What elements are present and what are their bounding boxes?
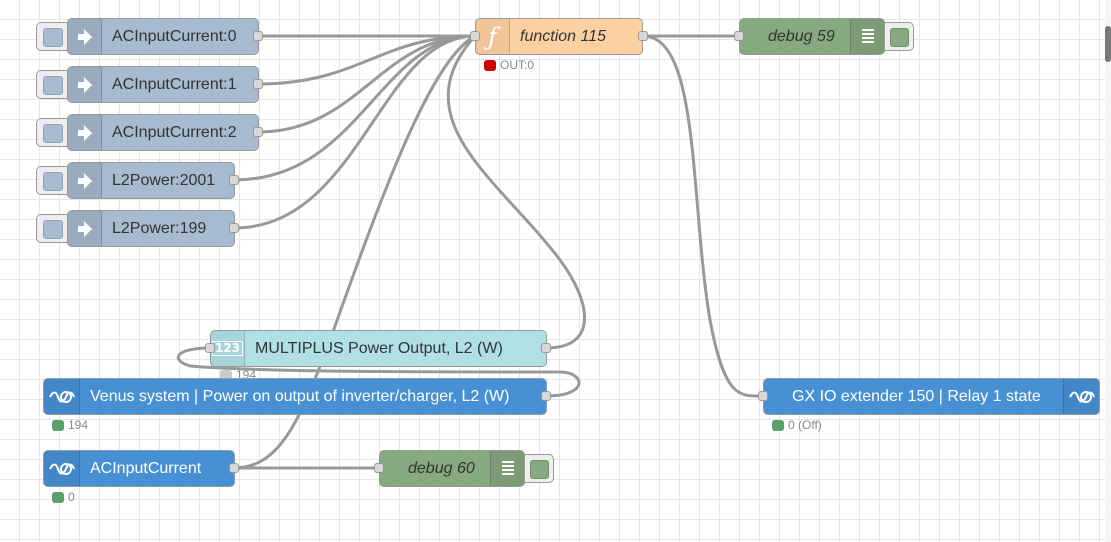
node-label: Venus system | Power on output of invert… bbox=[90, 387, 510, 405]
multiplus-power-output-node[interactable]: 123 MULTIPLUS Power Output, L2 (W) bbox=[210, 330, 547, 367]
node-label: MULTIPLUS Power Output, L2 (W) bbox=[255, 339, 503, 357]
function-node-115[interactable]: ƒ function 115 bbox=[475, 18, 643, 55]
victron-wave-icon bbox=[44, 451, 80, 486]
wire bbox=[233, 34, 476, 470]
inject-node-l2power-199[interactable]: L2Power:199 bbox=[67, 210, 235, 247]
status-dot-icon bbox=[220, 369, 232, 381]
arrow-in-icon bbox=[68, 163, 102, 198]
status-text: OUT:0 bbox=[500, 58, 535, 72]
input-port[interactable] bbox=[205, 343, 215, 353]
output-port[interactable] bbox=[253, 79, 263, 89]
node-label: function 115 bbox=[520, 27, 606, 45]
output-port[interactable] bbox=[253, 127, 263, 137]
input-port[interactable] bbox=[758, 391, 768, 401]
venus-system-power-output-node[interactable]: Venus system | Power on output of invert… bbox=[43, 378, 547, 415]
victron-wave-icon bbox=[1063, 379, 1099, 414]
inject-trigger-button[interactable] bbox=[36, 166, 70, 195]
list-icon bbox=[850, 19, 884, 54]
list-icon bbox=[490, 451, 524, 486]
inject-trigger-button[interactable] bbox=[36, 22, 70, 51]
input-port[interactable] bbox=[470, 31, 480, 41]
inject-button-square bbox=[43, 124, 63, 143]
node-label: ACInputCurrent:2 bbox=[112, 123, 237, 141]
inject-node-acinputcurrent-2[interactable]: ACInputCurrent:2 bbox=[67, 114, 259, 151]
node-status: 194 bbox=[52, 418, 88, 432]
debug-toggle-button[interactable] bbox=[524, 454, 554, 483]
wire bbox=[233, 34, 476, 182]
status-dot-icon bbox=[772, 419, 784, 431]
wire bbox=[257, 34, 476, 86]
number-123-icon: 123 bbox=[211, 331, 245, 366]
inject-trigger-button[interactable] bbox=[36, 70, 70, 99]
node-label: GX IO extender 150 | Relay 1 state bbox=[792, 387, 1041, 405]
function-icon: ƒ bbox=[476, 19, 510, 54]
node-label: debug 59 bbox=[768, 27, 835, 45]
status-text: 194 bbox=[68, 418, 89, 432]
scrollbar-thumb[interactable] bbox=[1105, 26, 1111, 62]
output-port[interactable] bbox=[229, 463, 239, 473]
arrow-in-icon bbox=[68, 19, 102, 54]
input-port[interactable] bbox=[374, 463, 384, 473]
arrow-in-icon bbox=[68, 211, 102, 246]
inject-node-l2power-2001[interactable]: L2Power:2001 bbox=[67, 162, 235, 199]
inject-trigger-button[interactable] bbox=[36, 214, 70, 243]
wire bbox=[446, 35, 586, 350]
node-status: OUT:0 bbox=[484, 58, 534, 72]
node-label: L2Power:2001 bbox=[112, 171, 216, 189]
output-port[interactable] bbox=[229, 223, 239, 233]
inject-button-square bbox=[43, 220, 63, 239]
debug-button-square bbox=[890, 28, 909, 47]
output-port[interactable] bbox=[253, 31, 263, 41]
inject-node-acinputcurrent-1[interactable]: ACInputCurrent:1 bbox=[67, 66, 259, 103]
victron-wave-icon bbox=[44, 379, 80, 414]
output-port[interactable] bbox=[638, 31, 648, 41]
output-port[interactable] bbox=[541, 391, 551, 401]
inject-trigger-button[interactable] bbox=[36, 118, 70, 147]
vertical-scrollbar[interactable] bbox=[1105, 0, 1111, 542]
wire bbox=[642, 34, 765, 398]
node-label: debug 60 bbox=[408, 459, 475, 477]
debug-node-60[interactable]: debug 60 bbox=[379, 450, 525, 487]
status-text: 0 (Off) bbox=[788, 418, 822, 432]
debug-button-square bbox=[530, 460, 549, 479]
arrow-in-icon bbox=[68, 115, 102, 150]
wire bbox=[233, 34, 476, 230]
output-port[interactable] bbox=[541, 343, 551, 353]
debug-node-59[interactable]: debug 59 bbox=[739, 18, 885, 55]
acinputcurrent-node[interactable]: ACInputCurrent bbox=[43, 450, 235, 487]
node-label: ACInputCurrent:1 bbox=[112, 75, 237, 93]
status-dot-icon bbox=[52, 419, 64, 431]
status-dot-icon bbox=[484, 59, 496, 71]
inject-button-square bbox=[43, 76, 63, 95]
node-status: 0 bbox=[52, 490, 75, 504]
node-label: ACInputCurrent:0 bbox=[112, 27, 237, 45]
input-port[interactable] bbox=[734, 31, 744, 41]
inject-button-square bbox=[43, 28, 63, 47]
output-port[interactable] bbox=[229, 175, 239, 185]
node-status: 0 (Off) bbox=[772, 418, 822, 432]
debug-toggle-button[interactable] bbox=[884, 22, 914, 51]
wire bbox=[177, 346, 581, 398]
inject-button-square bbox=[43, 172, 63, 191]
status-text: 0 bbox=[68, 490, 75, 504]
gx-io-extender-relay-node[interactable]: GX IO extender 150 | Relay 1 state bbox=[763, 378, 1100, 415]
arrow-in-icon bbox=[68, 67, 102, 102]
inject-node-acinputcurrent-0[interactable]: ACInputCurrent:0 bbox=[67, 18, 259, 55]
node-label: ACInputCurrent bbox=[90, 459, 202, 477]
node-label: L2Power:199 bbox=[112, 219, 207, 237]
wire bbox=[257, 34, 476, 134]
status-dot-icon bbox=[52, 491, 64, 503]
